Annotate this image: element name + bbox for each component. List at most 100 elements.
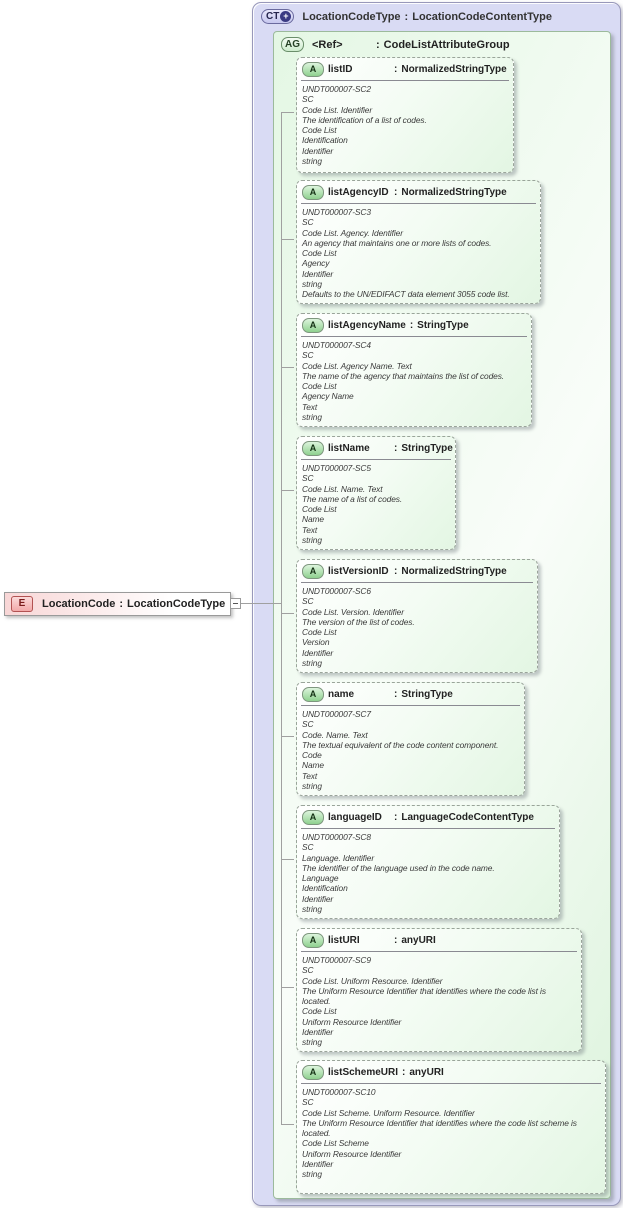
attribute-badge-icon: A — [302, 1065, 324, 1080]
doc-line: SC — [302, 842, 314, 853]
attribute-type: NormalizedStringType — [401, 566, 507, 577]
connector-tick — [281, 1124, 294, 1125]
attribute-type: anyURI — [401, 935, 436, 946]
attribute-name: listName — [328, 443, 370, 454]
connector-tick — [281, 367, 294, 368]
doc-line: UNDT000007-SC4 — [302, 340, 371, 350]
doc-line: Language — [302, 873, 339, 884]
attribute-box-listAgencyName[interactable]: A listAgencyName : StringType UNDT000007… — [296, 313, 532, 427]
doc-line: SC — [302, 473, 314, 484]
attribute-name: listAgencyID — [328, 187, 389, 198]
attribute-name: listID — [328, 64, 353, 75]
doc-line: Identification — [302, 883, 348, 894]
attribute-name: listURI — [328, 935, 360, 946]
doc-line: Identifier — [302, 1159, 334, 1170]
attribute-box-languageID[interactable]: A languageID : LanguageCodeContentType U… — [296, 805, 560, 919]
attribute-group-type: CodeListAttributeGroup — [383, 38, 510, 51]
attribute-group-header[interactable]: AG <Ref> : CodeListAttributeGroup — [281, 37, 510, 52]
doc-line: Code List — [302, 125, 337, 136]
doc-line: string — [302, 1037, 322, 1048]
attribute-box-listVersionID[interactable]: A listVersionID : NormalizedStringType U… — [296, 559, 538, 673]
expand-plus-icon: + — [280, 11, 292, 22]
attribute-badge-icon: A — [302, 810, 324, 825]
connector-tick — [281, 736, 294, 737]
complex-type-header[interactable]: CT + LocationCodeType:LocationCodeConten… — [261, 9, 552, 24]
attribute-header: A name : StringType — [297, 683, 524, 704]
attribute-type: StringType — [417, 320, 469, 331]
doc-line: The name of the agency that maintains th… — [302, 370, 505, 381]
doc-line: Identifier — [302, 893, 334, 904]
doc-line: SC — [302, 94, 314, 105]
doc-line: string — [302, 156, 322, 167]
collapse-toggle[interactable] — [230, 598, 241, 609]
colon-separator: : — [409, 320, 414, 331]
doc-line: Code List. Agency. Identifier — [302, 227, 403, 238]
attribute-box-listSchemeURI[interactable]: A listSchemeURI : anyURI UNDT000007-SC10… — [296, 1060, 606, 1194]
doc-line: Code List Scheme — [302, 1138, 369, 1149]
doc-line: Identifier — [302, 268, 334, 279]
connector-tick — [281, 490, 294, 491]
complex-type-type: LocationCodeContentType — [412, 10, 552, 23]
attribute-badge-icon: A — [302, 185, 324, 200]
doc-line: Agency Name — [302, 391, 354, 402]
attribute-name: languageID — [328, 812, 382, 823]
header-divider — [301, 80, 509, 81]
attribute-type: StringType — [401, 443, 453, 454]
element-title: LocationCode:LocationCodeType — [42, 598, 225, 610]
element-type: LocationCodeType — [127, 598, 226, 610]
ct-badge-label: CT — [266, 11, 280, 22]
connector-tick — [281, 859, 294, 860]
attribute-header: A listID : NormalizedStringType — [297, 58, 513, 79]
attribute-group-badge: AG — [281, 37, 304, 52]
attribute-box-listID[interactable]: A listID : NormalizedStringType UNDT0000… — [296, 57, 514, 173]
header-divider — [301, 1083, 601, 1084]
attribute-header: A listVersionID : NormalizedStringType — [297, 560, 537, 581]
doc-line: Code List. Version. Identifier — [302, 606, 404, 617]
doc-line: The Uniform Resource Identifier that ide… — [302, 1117, 577, 1139]
doc-line: Identifier — [302, 1027, 334, 1038]
attribute-group-box: AG <Ref> : CodeListAttributeGroup A list… — [273, 31, 611, 1199]
colon-separator: : — [402, 1067, 406, 1078]
doc-line: string — [302, 658, 322, 669]
attribute-badge-icon: A — [302, 62, 324, 77]
complex-type-badge: CT + — [261, 9, 295, 24]
doc-line: SC — [302, 596, 314, 607]
doc-line: Code List — [302, 1006, 337, 1017]
header-divider — [301, 203, 536, 204]
header-divider — [301, 951, 577, 952]
attribute-box-listAgencyID[interactable]: A listAgencyID : NormalizedStringType UN… — [296, 180, 541, 304]
doc-line: Code List — [302, 248, 337, 259]
attribute-name: listVersionID — [328, 566, 389, 577]
attribute-header: A languageID : LanguageCodeContentType — [297, 806, 559, 827]
colon-separator: : — [119, 598, 124, 610]
doc-line: SC — [302, 350, 314, 361]
element-box[interactable]: E LocationCode:LocationCodeType — [4, 592, 231, 616]
doc-line: Code List Scheme. Uniform Resource. Iden… — [302, 1107, 475, 1118]
doc-line: string — [302, 535, 322, 546]
doc-line: SC — [302, 965, 314, 976]
attribute-header: A listName : StringType — [297, 437, 455, 458]
attribute-name: listSchemeURI — [328, 1067, 399, 1078]
colon-separator: : — [394, 64, 398, 75]
doc-line: Code List — [302, 627, 337, 638]
attribute-badge-icon: A — [302, 318, 324, 333]
attribute-header: A listAgencyID : NormalizedStringType — [297, 181, 540, 202]
doc-line: UNDT000007-SC5 — [302, 463, 371, 473]
doc-line: Version — [302, 637, 330, 648]
complex-type-title: LocationCodeType:LocationCodeContentType — [302, 11, 552, 23]
connector-tick — [281, 987, 294, 988]
doc-line: The identification of a list of codes. — [302, 114, 427, 125]
doc-line: string — [302, 904, 322, 915]
header-divider — [301, 459, 451, 460]
attribute-name: listAgencyName — [328, 320, 406, 331]
colon-separator: : — [404, 10, 409, 23]
doc-line: Text — [302, 401, 318, 412]
doc-line: Identifier — [302, 145, 334, 156]
